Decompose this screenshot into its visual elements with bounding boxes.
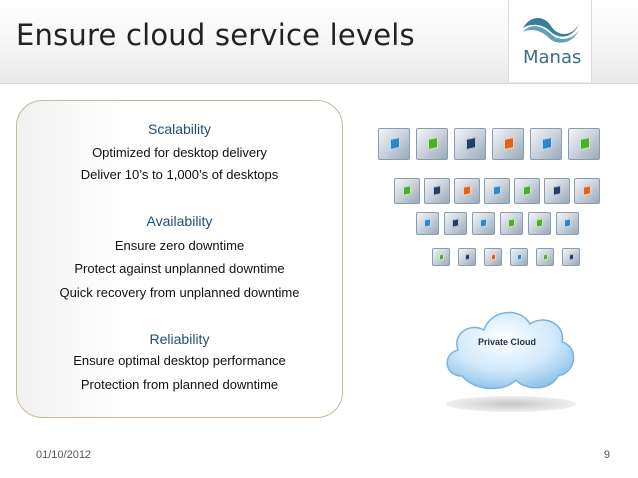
- logo: Manas: [508, 0, 592, 82]
- desktop-screen: [480, 218, 488, 229]
- desktop-screen: [427, 136, 438, 151]
- bullet-text: Protection from planned downtime: [80, 377, 279, 392]
- slide-header: Ensure cloud service levels Manas: [0, 0, 638, 84]
- desktop-screen: [490, 253, 497, 261]
- virtual-desktop-icon: [444, 212, 467, 235]
- desktop-screen: [508, 218, 516, 229]
- virtual-desktop-icon: [536, 248, 554, 266]
- virtual-desktop-icon: [454, 128, 486, 160]
- virtual-desktop-icon: [492, 128, 524, 160]
- virtual-desktop-icon: [424, 178, 450, 204]
- bullet-text: Protect against unplanned downtime: [74, 261, 285, 276]
- desktop-screen: [553, 185, 562, 197]
- virtual-desktop-icon: [484, 178, 510, 204]
- slide-date: 01/10/2012: [36, 449, 92, 461]
- cloud-label: Private Cloud: [477, 337, 536, 347]
- cloud-shadow: [446, 396, 576, 412]
- desktop-screen: [433, 185, 442, 197]
- virtual-desktop-icon: [568, 128, 600, 160]
- logo-text: Manas: [523, 47, 582, 68]
- bullet-text: Quick recovery from unplanned downtime: [59, 285, 300, 300]
- virtual-desktop-icon: [416, 128, 448, 160]
- section-heading-scalability: Scalability: [147, 121, 212, 137]
- cloud-icon: [446, 311, 575, 390]
- virtual-desktop-icon: [514, 178, 540, 204]
- section-heading-reliability: Reliability: [149, 331, 210, 347]
- desktop-screen: [403, 185, 412, 197]
- virtual-desktop-icon: [484, 248, 502, 266]
- desktop-screen: [523, 185, 532, 197]
- desktop-screen: [516, 253, 523, 261]
- virtual-desktop-icon: [378, 128, 410, 160]
- desktop-screen: [452, 218, 460, 229]
- desktop-screen: [389, 136, 400, 151]
- desktop-screen: [568, 253, 575, 261]
- slide-page-number: 9: [603, 449, 610, 461]
- virtual-desktop-icon: [528, 212, 551, 235]
- desktop-screen: [579, 136, 590, 151]
- desktop-screen: [424, 218, 432, 229]
- desktop-screen: [564, 218, 572, 229]
- virtual-desktop-icon: [544, 178, 570, 204]
- desktop-screen: [503, 136, 514, 151]
- section-heading-availability: Availability: [146, 213, 213, 229]
- content-panel: [16, 100, 343, 418]
- desktop-screen: [541, 136, 552, 151]
- desktop-screen: [493, 185, 502, 197]
- virtual-desktop-icon: [530, 128, 562, 160]
- virtual-desktop-icon: [416, 212, 439, 235]
- desktop-screen: [542, 253, 549, 261]
- virtual-desktop-icon: [432, 248, 450, 266]
- bullet-text: Optimized for desktop delivery: [92, 145, 267, 160]
- desktop-screen: [463, 185, 472, 197]
- desktop-screen: [464, 253, 471, 261]
- slide-title: Ensure cloud service levels: [16, 18, 415, 52]
- virtual-desktop-icon: [458, 248, 476, 266]
- virtual-desktop-icon: [472, 212, 495, 235]
- bullet-text: Ensure optimal desktop performance: [73, 353, 286, 368]
- desktop-screen: [465, 136, 476, 151]
- virtual-desktop-icon: [510, 248, 528, 266]
- virtual-desktop-icon: [574, 178, 600, 204]
- manas-logo-icon: [523, 18, 579, 43]
- virtual-desktop-icon: [500, 212, 523, 235]
- bullet-text: Deliver 10’s to 1,000’s of desktops: [80, 167, 279, 182]
- virtual-desktop-icon: [562, 248, 580, 266]
- bullet-text: Ensure zero downtime: [114, 238, 245, 253]
- desktop-screen: [438, 253, 445, 261]
- desktop-screen: [583, 185, 592, 197]
- desktop-screen: [536, 218, 544, 229]
- virtual-desktop-icon: [556, 212, 579, 235]
- virtual-desktop-icon: [454, 178, 480, 204]
- virtual-desktop-icon: [394, 178, 420, 204]
